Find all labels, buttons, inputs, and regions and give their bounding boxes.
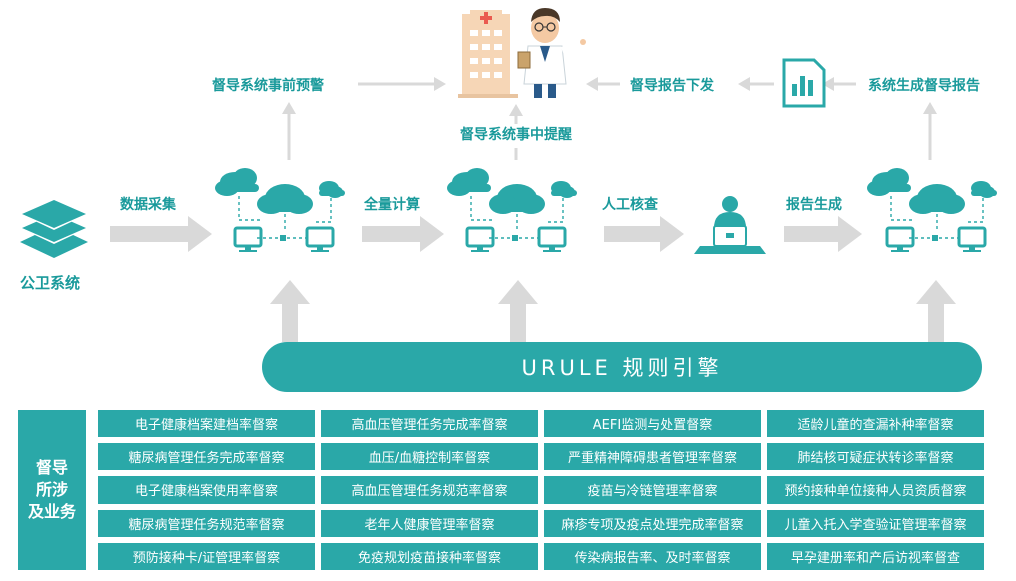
business-item: 预防接种卡/证管理率督察 [98,542,315,570]
business-item: 疫苗与冷链管理率督察 [544,476,761,504]
business-item: 肺结核可疑症状转诊率督察 [767,443,984,471]
business-section: 督导 所涉 及业务 电子健康档案建档率督察 高血压管理任务完成率督察 AEFI监… [18,410,998,570]
layers-icon [20,198,88,258]
report-issue-label: 督导报告下发 [630,78,714,94]
mid-reminder-label: 督导系统事中提醒 [460,127,572,143]
system-label: 公卫系统 [20,274,81,292]
business-item: 严重精神障碍患者管理率督察 [544,443,761,471]
business-side-label: 督导 所涉 及业务 [18,410,86,570]
business-item: 适龄儿童的查漏补种率督察 [767,410,984,438]
business-item: 高血压管理任务完成率督察 [321,410,538,438]
business-item: 老年人健康管理率督察 [321,509,538,537]
business-item: 电子健康档案建档率督察 [98,410,315,438]
review-label: 人工核查 [602,197,658,213]
business-item: AEFI监测与处置督察 [544,410,761,438]
rule-engine-bar: URULE 规则引擎 [262,342,982,392]
business-item: 糖尿病管理任务完成率督察 [98,443,315,471]
business-item: 糖尿病管理任务规范率督察 [98,509,315,537]
compute-label: 全量计算 [364,197,420,213]
business-item: 麻疹专项及疫点处理完成率督察 [544,509,761,537]
hospital-doctor-icon [458,8,586,98]
side-label-line: 及业务 [27,502,76,521]
report-document-icon [782,58,826,108]
side-label-line: 所涉 [35,480,68,499]
generate-label: 报告生成 [786,197,842,213]
business-item: 血压/血糖控制率督察 [321,443,538,471]
business-item: 电子健康档案使用率督察 [98,476,315,504]
collect-label: 数据采集 [120,197,176,213]
business-item: 预约接种单位接种人员资质督察 [767,476,984,504]
business-item: 儿童入托入学查验证管理率督察 [767,509,984,537]
business-item: 高血压管理任务规范率督察 [321,476,538,504]
business-grid: 电子健康档案建档率督察 高血压管理任务完成率督察 AEFI监测与处置督察 适龄儿… [98,410,984,570]
business-item: 免疫规划疫苗接种率督察 [321,542,538,570]
business-item: 传染病报告率、及时率督察 [544,542,761,570]
business-item: 早孕建册率和产后访视率督查 [767,542,984,570]
report-gen-label: 系统生成督导报告 [868,78,980,94]
reviewer-icon [694,196,766,254]
pre-warning-label: 督导系统事前预警 [212,78,324,94]
side-label-line: 督导 [35,458,68,477]
